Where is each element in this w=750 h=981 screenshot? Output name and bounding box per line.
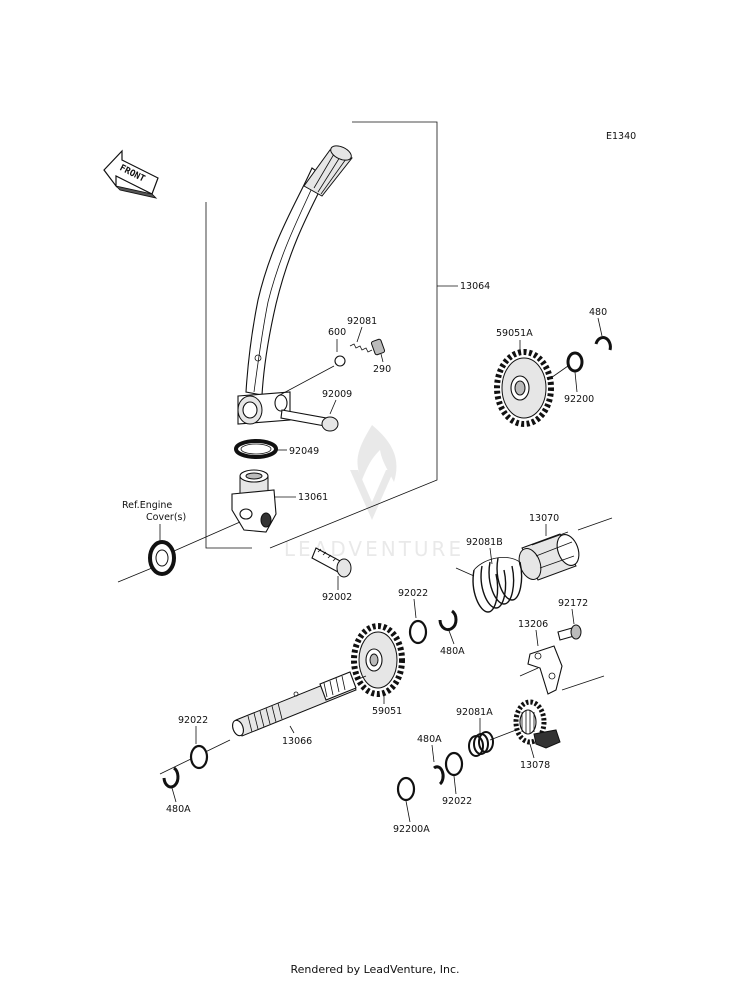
leader-13066 [289,725,295,734]
axis-line-cover-boss [173,521,241,552]
front-arrow-icon: FRONT [103,149,159,199]
label-480: 480 [589,307,607,318]
leader-13206 [535,629,539,647]
leader-480A-top [447,627,455,645]
label-92002: 92002 [322,592,352,603]
label-59051A: 59051A [496,328,533,339]
axis-line-13078 [489,729,517,741]
circlip-480A-left [162,766,180,789]
leader-480A-mid [431,744,435,763]
ball-600 [334,355,346,367]
gear-59051A [494,349,554,427]
label-13078: 13078 [520,760,550,771]
leader-92172 [571,608,575,625]
label-92172: 92172 [558,598,588,609]
guide-plate-13206 [527,645,563,695]
label-92022-top: 92022 [398,588,428,599]
sleeve-13070 [518,531,580,581]
label-59051: 59051 [372,706,402,717]
axis-line-shaft-right [355,675,367,681]
label-600: 600 [328,327,346,338]
axis-line-13206-right [561,675,605,691]
leader-92081 [356,326,363,343]
label-480A-top: 480A [440,646,465,657]
leader-92022-mid [453,775,457,795]
kick-pedal-lever [237,145,353,425]
washer-92200A [396,776,416,802]
circlip-480A-mid [433,765,445,786]
leadventure-watermark: LEADVENTURE [284,425,464,561]
pin-290 [370,338,386,356]
label-92200A: 92200A [393,824,430,835]
washer-92022-left [189,744,209,770]
watermark-text: LEADVENTURE [284,537,464,561]
leader-13078 [529,743,535,759]
spring-92081 [349,343,373,353]
diagram-code: E1340 [606,131,636,142]
lever-boss-13061 [231,469,277,533]
label-92081A: 92081A [456,707,493,718]
label-92081: 92081 [347,316,377,327]
leader-480A-left [171,787,177,803]
label-13064: 13064 [460,281,490,292]
label-92200: 92200 [564,394,594,405]
label-13206: 13206 [518,619,548,630]
ref-note-line2: Cover(s) [146,512,186,523]
cover-seal [148,540,176,576]
ratchet-13078 [513,699,561,749]
leader-92009 [329,399,337,415]
label-92022-mid: 92022 [442,796,472,807]
leader-92022-top [413,598,417,619]
leader-92200A [405,800,411,823]
leader-92081B [489,547,493,565]
leader-480 [597,317,603,337]
label-13061: 13061 [298,492,328,503]
label-290: 290 [373,364,391,375]
axis-line-cover [117,567,153,583]
label-92022-left: 92022 [178,715,208,726]
label-13066: 13066 [282,736,312,747]
leader-92200 [574,371,578,393]
gear-59051 [351,623,405,697]
bolt-92009 [280,409,339,432]
axis-line-13070 [577,517,613,531]
label-92049: 92049 [289,446,319,457]
label-13070: 13070 [529,513,559,524]
washer-92022-top [408,619,428,645]
torsion-spring-92081B [455,557,523,613]
washer-92200 [566,351,584,373]
washer-92022-mid [444,751,464,777]
label-480A-left: 480A [166,804,191,815]
circlip-480A-top [438,609,458,632]
assembly-frame-right [269,121,438,549]
footer-credit: Rendered by LeadVenture, Inc. [290,963,460,976]
leader-lever-ball [277,365,335,397]
label-92081B: 92081B [466,537,503,548]
bolt-92002 [311,547,352,578]
kick-shaft-13066 [232,671,357,737]
ref-note-line1: Ref.Engine [122,500,172,511]
label-480A-mid: 480A [417,734,442,745]
axis-line-59051A [547,365,569,381]
spring-92081A [468,731,494,757]
seal-92049 [234,439,278,459]
axis-line-13206-left [519,667,539,677]
circlip-480 [594,336,612,351]
label-92009: 92009 [322,389,352,400]
leader-290 [380,353,384,363]
assembly-frame-left [205,202,252,549]
screw-92172 [557,624,582,641]
